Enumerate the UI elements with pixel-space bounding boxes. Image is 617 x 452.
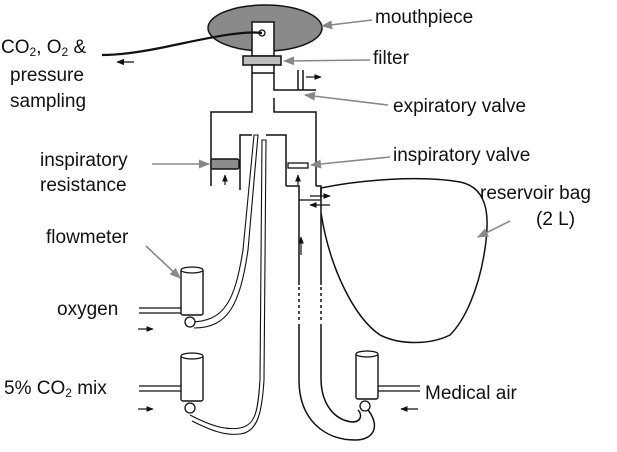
sampling-sub-2a: 2 bbox=[29, 45, 37, 59]
flowmeter-oxygen-knob bbox=[184, 316, 196, 328]
label-reservoir-bag-2: (2 L) bbox=[536, 209, 576, 230]
flowmeter-air-knob bbox=[359, 400, 371, 412]
leader-filter bbox=[282, 56, 371, 66]
sampling-ampersand: & bbox=[68, 37, 87, 58]
label-filter: filter bbox=[373, 48, 409, 69]
sampling-sub-2b: 2 bbox=[61, 45, 69, 59]
flowmeter-air bbox=[355, 352, 379, 400]
reservoir-tube bbox=[286, 185, 322, 200]
valve-manifold bbox=[210, 73, 317, 186]
leader-inspiratory-valve bbox=[309, 156, 391, 169]
gas-line-co2 bbox=[189, 139, 267, 435]
flowmeter-co2-cap bbox=[180, 352, 204, 360]
flowmeter-co2 bbox=[180, 354, 204, 402]
mouthpiece-connector bbox=[251, 21, 275, 57]
sampling-line bbox=[101, 31, 263, 57]
filter-shape bbox=[242, 55, 282, 66]
reservoir-bag-shape bbox=[320, 177, 488, 344]
label-inspiratory-resistance-1: inspiratory bbox=[40, 150, 128, 171]
sampling-gas-o: , O bbox=[36, 37, 62, 58]
leader-mouthpiece bbox=[320, 19, 373, 30]
main-tube bbox=[298, 200, 322, 285]
flowmeter-oxygen-cap bbox=[180, 266, 204, 274]
leader-expiratory-valve bbox=[303, 91, 389, 106]
label-inspiratory-resistance-2: resistance bbox=[40, 175, 127, 196]
leader-flowmeter bbox=[145, 245, 181, 279]
co2-mix-pre: 5% CO bbox=[4, 378, 66, 399]
label-medical-air: Medical air bbox=[425, 383, 517, 404]
label-co2-mix: 5% CO2 mix bbox=[4, 377, 107, 405]
filter-neck bbox=[251, 64, 275, 74]
label-sampling-line2: pressure bbox=[10, 65, 84, 86]
inspiratory-chamber bbox=[239, 134, 287, 190]
co2-mix-post: mix bbox=[71, 378, 107, 399]
inspiratory-resistance-shape bbox=[210, 158, 240, 170]
label-oxygen: oxygen bbox=[57, 299, 119, 320]
label-inspiratory-valve: inspiratory valve bbox=[393, 145, 531, 166]
flowmeter-co2-knob bbox=[184, 402, 196, 414]
label-sampling-line3: sampling bbox=[10, 91, 87, 112]
label-sampling-line1: CO2, O2 & bbox=[1, 36, 86, 64]
label-reservoir-bag-1: reservoir bag bbox=[480, 183, 591, 204]
main-tube-lower bbox=[298, 324, 376, 441]
label-expiratory-valve: expiratory valve bbox=[393, 96, 527, 117]
leader-reservoir-bag bbox=[476, 220, 511, 238]
main-tube-dashed bbox=[298, 287, 322, 322]
co2-mix-sub: 2 bbox=[65, 386, 72, 400]
inspiratory-valve-disc bbox=[287, 162, 309, 169]
label-flowmeter: flowmeter bbox=[46, 227, 129, 248]
flowmeter-air-cap bbox=[355, 350, 379, 358]
flowmeter-oxygen bbox=[180, 268, 204, 316]
sampling-gas-co: CO bbox=[1, 37, 30, 58]
gas-line-oxygen bbox=[189, 134, 259, 329]
label-mouthpiece: mouthpiece bbox=[375, 7, 474, 28]
